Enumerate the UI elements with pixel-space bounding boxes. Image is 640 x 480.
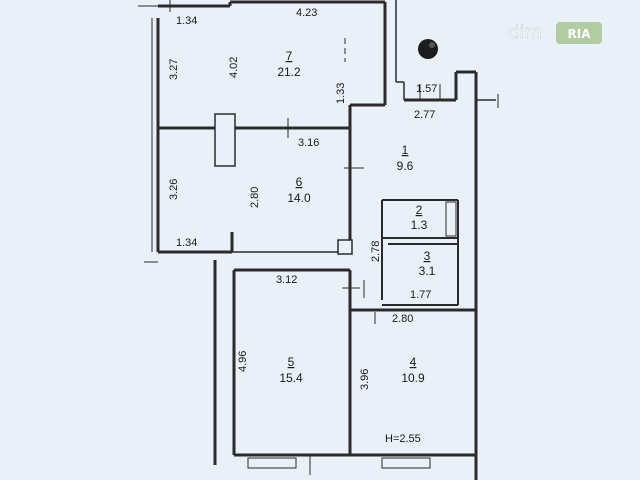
dimension-labels: 1.34 4.23 3.27 4.02 1.33 1.57 2.77 3.16 … (168, 7, 437, 445)
details (138, 0, 499, 475)
dim-right-small: 1.57 (416, 83, 437, 95)
dim-room6-top: 3.16 (298, 137, 319, 149)
room-2-area: 1.3 (411, 218, 428, 232)
room-7-number: 7 (286, 49, 293, 63)
dim-room3-bottom: 1.77 (410, 289, 431, 301)
dim-top-left: 1.34 (176, 15, 197, 27)
watermark-badge (556, 22, 602, 44)
room-4-area: 10.9 (401, 371, 425, 385)
dim-corridor-width: 2.77 (414, 109, 435, 121)
room-6-area: 14.0 (287, 191, 311, 205)
ink-blot (418, 39, 438, 59)
column (214, 113, 236, 167)
walls (151, 0, 496, 480)
dim-room4-side: 3.96 (359, 369, 371, 390)
watermark-badge-text: RIA (568, 27, 592, 41)
room-3-area: 3.1 (419, 264, 436, 278)
dim-top-mid: 4.23 (296, 7, 317, 19)
ink-blot-highlight (429, 42, 435, 48)
watermark-brand: dim (508, 22, 542, 43)
dim-room3-side: 2.78 (370, 241, 382, 262)
dim-room5-top: 3.12 (276, 274, 297, 286)
dim-room6-depth: 2.80 (249, 187, 261, 208)
dim-room7-side: 3.27 (168, 59, 180, 80)
window-room4 (381, 457, 431, 469)
dim-room7-depth: 4.02 (228, 57, 240, 78)
room-7-area: 21.2 (277, 65, 301, 79)
ceiling-height: H=2.55 (385, 433, 421, 445)
dim-room6-side: 3.26 (168, 179, 180, 200)
room-3-number: 3 (424, 249, 431, 263)
room-2-number: 2 (416, 203, 423, 217)
window-room5 (247, 457, 297, 469)
dim-room4-top: 2.80 (392, 313, 413, 325)
dim-room7-inner: 1.33 (335, 83, 347, 104)
room-labels: 7 21.2 1 9.6 6 14.0 2 1.3 3 3.1 5 15.4 4… (277, 49, 435, 385)
watermark: dim RIA (508, 22, 602, 44)
room2-niche (445, 201, 457, 237)
room-6-number: 6 (296, 175, 303, 189)
dim-room5-side: 4.96 (237, 351, 249, 372)
shaft (337, 239, 353, 255)
room-5-area: 15.4 (279, 371, 303, 385)
room-5-number: 5 (288, 355, 295, 369)
room-1-number: 1 (402, 143, 409, 157)
room-4-number: 4 (410, 355, 417, 369)
dim-bottom-left: 1.34 (176, 237, 197, 249)
room-1-area: 9.6 (397, 159, 414, 173)
